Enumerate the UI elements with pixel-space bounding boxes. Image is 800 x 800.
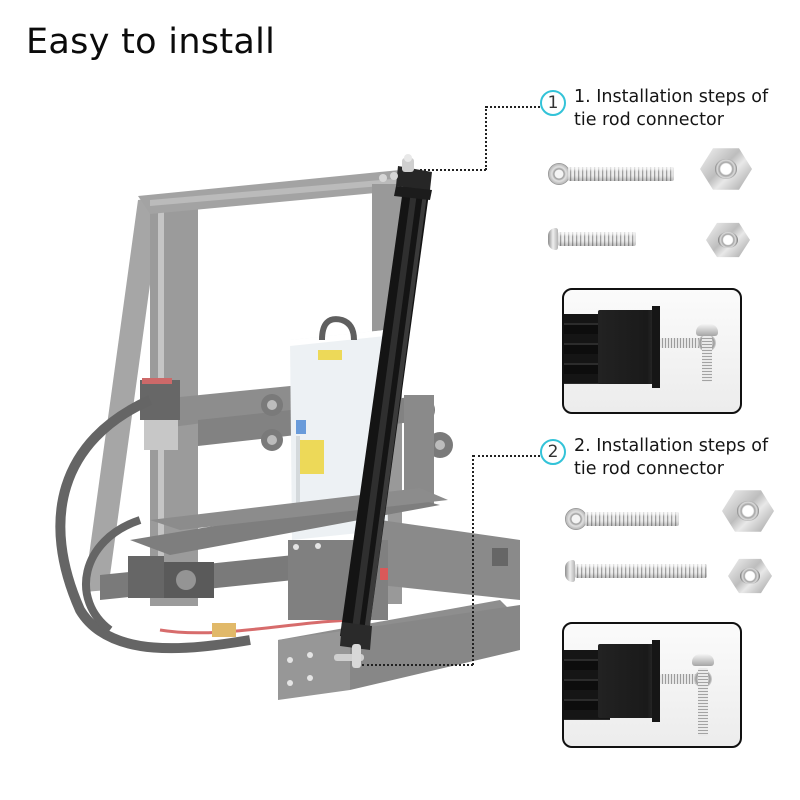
- rod-end-cap: [598, 644, 656, 718]
- leader-line-1-horizontal-top: [486, 106, 540, 108]
- eye-bolt-icon: [565, 508, 679, 530]
- step-1-detail-photo: [562, 288, 742, 414]
- rod-end-cap: [598, 310, 656, 384]
- hex-nut-icon: [700, 148, 752, 190]
- leader-line-1-horizontal-bottom: [420, 169, 486, 171]
- vertical-bolt: [702, 336, 712, 382]
- connector-thread: [660, 674, 704, 684]
- step-2-title: 2. Installation steps of tie rod connect…: [574, 435, 768, 481]
- step-2-title-line-1: 2. Installation steps of: [574, 436, 769, 456]
- leader-line-1-vertical: [485, 106, 487, 170]
- step-1-title: 1. Installation steps of tie rod connect…: [574, 86, 768, 132]
- connector-thread: [660, 338, 708, 348]
- step-2-detail-photo: [562, 622, 742, 748]
- vertical-bolt: [698, 668, 708, 736]
- eye-bolt-icon: [548, 163, 674, 185]
- page-title: Easy to install: [26, 22, 276, 62]
- step-2-header: 2 2. Installation steps of tie rod conne…: [540, 435, 768, 481]
- step-1-title-line-1: 1. Installation steps of: [574, 87, 769, 107]
- step-1-number-badge: 1: [540, 90, 566, 116]
- step-2-number-badge: 2: [540, 439, 566, 465]
- hex-nut-icon: [728, 558, 772, 594]
- long-button-head-screw-icon: [565, 560, 707, 582]
- leader-line-2-horizontal-bottom: [362, 664, 473, 666]
- hex-nut-icon: [722, 490, 774, 532]
- button-head-screw-icon: [548, 228, 636, 250]
- leader-line-2-vertical: [472, 455, 474, 665]
- hex-nut-icon: [706, 222, 750, 258]
- step-1-header: 1 1. Installation steps of tie rod conne…: [540, 86, 768, 132]
- step-1-title-line-2: tie rod connector: [574, 110, 724, 130]
- step-2-title-line-2: tie rod connector: [574, 459, 724, 479]
- leader-line-2-horizontal-top: [473, 455, 540, 457]
